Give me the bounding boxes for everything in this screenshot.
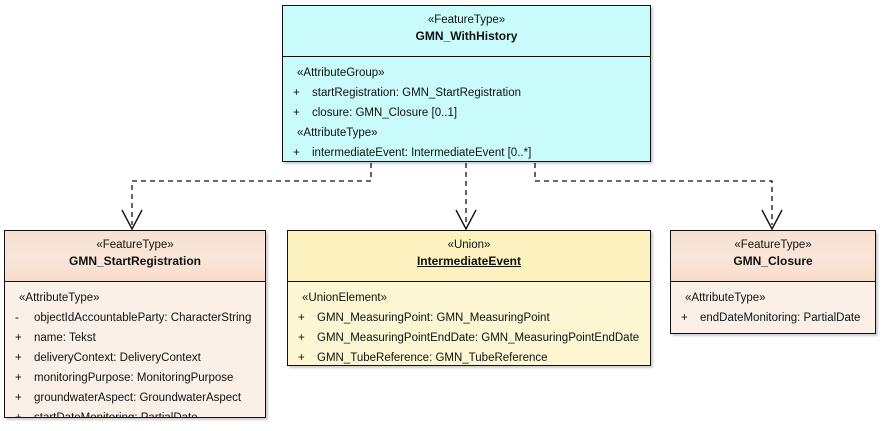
attribute-visibility: + (298, 332, 305, 344)
attribute-row[interactable]: + deliveryContext: DeliveryContext (5, 348, 265, 368)
attribute-visibility: + (293, 107, 300, 119)
attribute-group-label: «AttributeType» (19, 292, 100, 304)
class-stereotype: «FeatureType» (427, 14, 506, 26)
class-header-intermediateevent: «Union» IntermediateEvent (288, 231, 650, 282)
attribute-group-label: «UnionElement» (302, 292, 388, 304)
connector-withhistory-to-closure (534, 163, 783, 231)
attribute-label: startRegistration: GMN_StartRegistration (312, 87, 521, 99)
attribute-group-label: «AttributeType» (297, 127, 378, 139)
class-body-gmn-withhistory: «AttributeGroup» + startRegistration: GM… (283, 57, 650, 161)
attribute-label: startDateMonitoring: PartialDate (34, 412, 198, 418)
attribute-visibility: - (15, 312, 19, 324)
attribute-row[interactable]: + startDateMonitoring: PartialDate (5, 408, 265, 418)
attribute-row[interactable]: + GMN_TubeReference: GMN_TubeReference (288, 348, 650, 365)
attribute-visibility: + (15, 392, 22, 404)
class-title: IntermediateEvent (416, 254, 522, 268)
attribute-label: name: Tekst (34, 332, 96, 344)
attribute-visibility: + (293, 87, 300, 99)
attribute-row[interactable]: + closure: GMN_Closure [0..1] (283, 103, 650, 123)
attribute-label: closure: GMN_Closure [0..1] (312, 107, 458, 119)
attribute-label: endDateMonitoring: PartialDate (700, 312, 861, 324)
attribute-visibility: + (15, 352, 22, 364)
attribute-row[interactable]: + groundwaterAspect: GroundwaterAspect (5, 388, 265, 408)
class-body-gmn-closure: «AttributeType» + endDateMonitoring: Par… (671, 282, 875, 333)
attribute-row[interactable]: + name: Tekst (5, 328, 265, 348)
attribute-row[interactable]: + intermediateEvent: IntermediateEvent [… (283, 143, 650, 161)
class-header-gmn-startregistration: «FeatureType» GMN_StartRegistration (5, 231, 265, 282)
attribute-label: groundwaterAspect: GroundwaterAspect (34, 392, 242, 404)
class-box-intermediateevent[interactable]: «Union» IntermediateEvent «UnionElement»… (287, 230, 651, 366)
attribute-row[interactable]: + endDateMonitoring: PartialDate (671, 308, 875, 328)
attribute-visibility: + (681, 312, 688, 324)
attribute-group-label: «AttributeType» (685, 292, 766, 304)
class-box-gmn-startregistration[interactable]: «FeatureType» GMN_StartRegistration «Att… (4, 230, 266, 418)
class-stereotype: «FeatureType» (734, 239, 812, 251)
class-title: GMN_Closure (733, 254, 813, 268)
connector-withhistory-to-startregistration (121, 163, 372, 231)
attribute-visibility: + (298, 352, 305, 364)
attribute-label: intermediateEvent: IntermediateEvent [0.… (312, 147, 532, 159)
attribute-visibility: + (15, 332, 22, 344)
class-title: GMN_WithHistory (415, 29, 518, 43)
class-box-gmn-closure[interactable]: «FeatureType» GMN_Closure «AttributeType… (670, 230, 876, 334)
attribute-row[interactable]: - objectIdAccountableParty: CharacterStr… (5, 308, 265, 328)
attribute-label: GMN_TubeReference: GMN_TubeReference (317, 352, 548, 364)
attribute-group-label: «AttributeGroup» (297, 67, 385, 79)
attribute-label: GMN_MeasuringPointEndDate: GMN_Measuring… (317, 332, 640, 344)
attribute-row[interactable]: + GMN_MeasuringPointEndDate: GMN_Measuri… (288, 328, 650, 348)
attribute-row[interactable]: + monitoringPurpose: MonitoringPurpose (5, 368, 265, 388)
attribute-visibility: + (15, 412, 22, 418)
attribute-row[interactable]: + startRegistration: GMN_StartRegistrati… (283, 83, 650, 103)
class-stereotype: «Union» (447, 239, 491, 251)
class-stereotype: «FeatureType» (96, 239, 174, 251)
attribute-visibility: + (15, 372, 22, 384)
class-header-gmn-withhistory: «FeatureType» GMN_WithHistory (283, 6, 650, 57)
class-body-gmn-startregistration: «AttributeType» - objectIdAccountablePar… (5, 282, 265, 418)
attribute-label: deliveryContext: DeliveryContext (34, 352, 201, 364)
attribute-label: objectIdAccountableParty: CharacterStrin… (34, 312, 252, 324)
class-body-intermediateevent: «UnionElement» + GMN_MeasuringPoint: GMN… (288, 282, 650, 365)
attribute-row[interactable]: + GMN_MeasuringPoint: GMN_MeasuringPoint (288, 308, 650, 328)
attribute-visibility: + (293, 147, 300, 159)
attribute-label: GMN_MeasuringPoint: GMN_MeasuringPoint (317, 312, 550, 324)
connector-withhistory-to-intermediateevent (455, 163, 477, 231)
attribute-label: monitoringPurpose: MonitoringPurpose (34, 372, 234, 384)
class-title: GMN_StartRegistration (68, 254, 202, 268)
class-box-gmn-withhistory[interactable]: «FeatureType» GMN_WithHistory «Attribute… (282, 5, 651, 162)
class-header-gmn-closure: «FeatureType» GMN_Closure (671, 231, 875, 282)
attribute-visibility: + (298, 312, 305, 324)
